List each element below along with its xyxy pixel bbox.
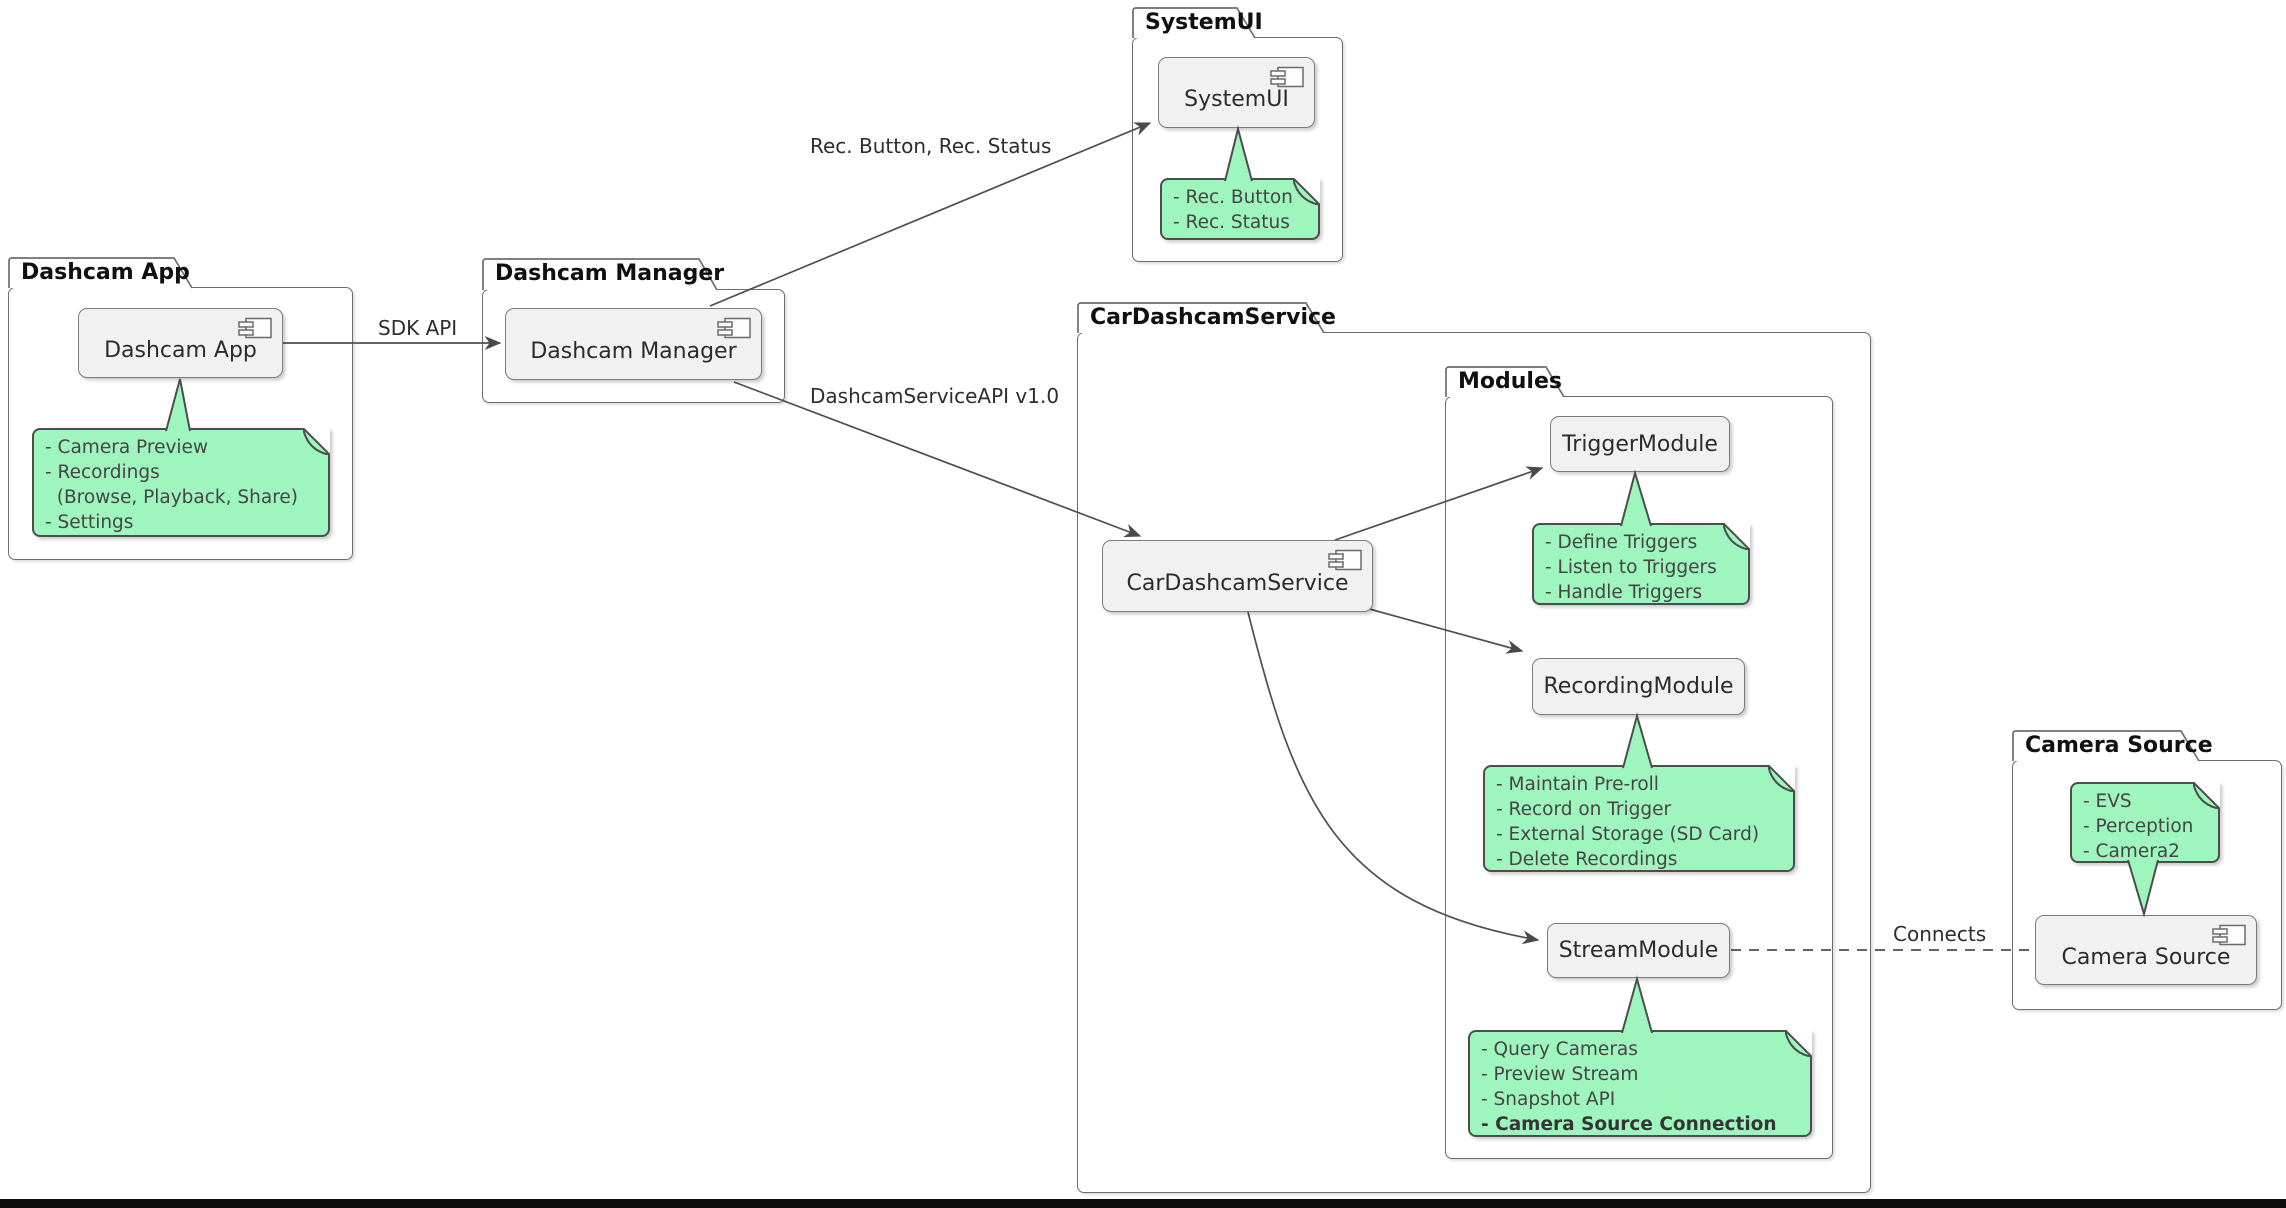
edge-to-stream-module [1247,611,1540,945]
note-line: - Define Triggers [1545,532,1698,553]
folder-tab-shape [2012,730,2200,762]
note-line: (Browse, Playback, Share) [45,487,299,508]
component-icon [2212,924,2246,946]
note-stream-module: - Query Cameras - Preview Stream - Snaps… [1468,1030,1812,1137]
component-label: TriggerModule [1562,431,1718,457]
component-recording-module: RecordingModule [1532,658,1745,715]
component-dashcam-manager: Dashcam Manager [505,308,762,380]
folder-tab-shape [1445,366,1565,398]
component-icon [1328,549,1362,571]
component-camera-source: Camera Source [2035,915,2257,985]
note-line: - Query Cameras [1481,1039,1638,1060]
component-icon [238,317,272,339]
component-label: Dashcam Manager [530,338,737,364]
component-label: Dashcam App [104,337,257,363]
note-fold-icon [303,428,330,455]
package-title: SystemUI [1145,10,1263,35]
package-tab-camera-source: Camera Source [2012,730,2213,762]
note-line: - External Storage (SD Card) [1496,824,1760,845]
note-line: - Camera Preview [45,437,209,458]
component-label: Camera Source [2061,944,2231,970]
note-line: - Listen to Triggers [1545,557,1717,578]
note-fold-icon [1723,523,1750,550]
component-icon [1270,66,1304,88]
component-trigger-module: TriggerModule [1550,416,1730,472]
edge-label-sdk-api: SDK API [378,316,458,340]
note-camera-source: - EVS - Perception - Camera2 [2070,782,2220,863]
note-fold-icon [1785,1030,1812,1057]
note-line-bold: - Camera Source Connection [1481,1114,1777,1135]
note-recording-module: - Maintain Pre-roll - Record on Trigger … [1483,765,1795,872]
component-label: RecordingModule [1543,674,1734,699]
edge-label-connects: Connects [1893,922,1987,946]
edge-label-rec-button-status: Rec. Button, Rec. Status [810,134,1052,158]
component-icon [717,317,751,339]
component-car-dashcam-service: CarDashcamService [1102,540,1373,612]
note-line: - Record on Trigger [1496,799,1672,820]
package-title: Camera Source [2025,733,2213,758]
edge-to-recording-module [1361,606,1524,654]
folder-tab-shape [482,258,718,291]
package-title: CarDashcamService [1090,305,1336,330]
component-label: SystemUI [1184,87,1289,112]
note-fold-icon [2193,782,2220,809]
folder-tab-shape [1077,302,1325,334]
component-system-ui: SystemUI [1158,57,1315,128]
package-title: Modules [1458,369,1562,394]
component-stream-module: StreamModule [1547,923,1730,978]
folder-tab-shape [1132,7,1256,39]
note-line: - Preview Stream [1481,1064,1639,1085]
note-line: - Camera2 [2083,841,2180,862]
package-tab-car-dashcam-service: CarDashcamService [1077,302,1336,334]
package-tab-dashcam-app: Dashcam App [8,257,193,289]
bottom-bar [0,1199,2286,1208]
note-line: - EVS [2083,791,2132,812]
package-tab-dashcam-manager: Dashcam Manager [482,258,724,291]
note-line: - Handle Triggers [1545,582,1703,603]
note-line: - Rec. Button [1173,187,1293,208]
note-line: - Delete Recordings [1496,849,1678,870]
component-label: StreamModule [1558,938,1719,963]
edge-label-dashcam-service-api: DashcamServiceAPI v1.0 [810,384,1060,408]
component-dashcam-app: Dashcam App [78,308,283,378]
note-trigger-module: - Define Triggers - Listen to Triggers -… [1532,523,1750,605]
package-tab-modules: Modules [1445,366,1565,398]
package-tab-system-ui: SystemUI [1132,7,1263,39]
folder-tab-shape [8,257,193,289]
note-fold-icon [1768,765,1795,792]
edge-rec-button-status [709,122,1152,307]
note-line: - Rec. Status [1173,212,1290,233]
note-line: - Settings [45,512,134,533]
package-modules [1445,396,1833,1159]
edge-dashcam-service-api [733,381,1142,538]
package-title: Dashcam Manager [495,261,725,286]
note-dashcam-app: - Camera Preview - Recordings (Browse, P… [32,428,330,537]
component-label: CarDashcamService [1126,570,1349,596]
note-system-ui: - Rec. Button - Rec. Status [1160,178,1320,240]
edge-to-trigger-module [1334,466,1544,541]
note-fold-icon [1293,178,1320,205]
note-line: - Perception [2083,816,2194,837]
note-line: - Maintain Pre-roll [1496,774,1659,795]
note-line: - Snapshot API [1481,1089,1616,1110]
note-line: - Recordings [45,462,160,483]
package-car-dashcam-service [1077,332,1871,1193]
package-title: Dashcam App [21,260,190,285]
